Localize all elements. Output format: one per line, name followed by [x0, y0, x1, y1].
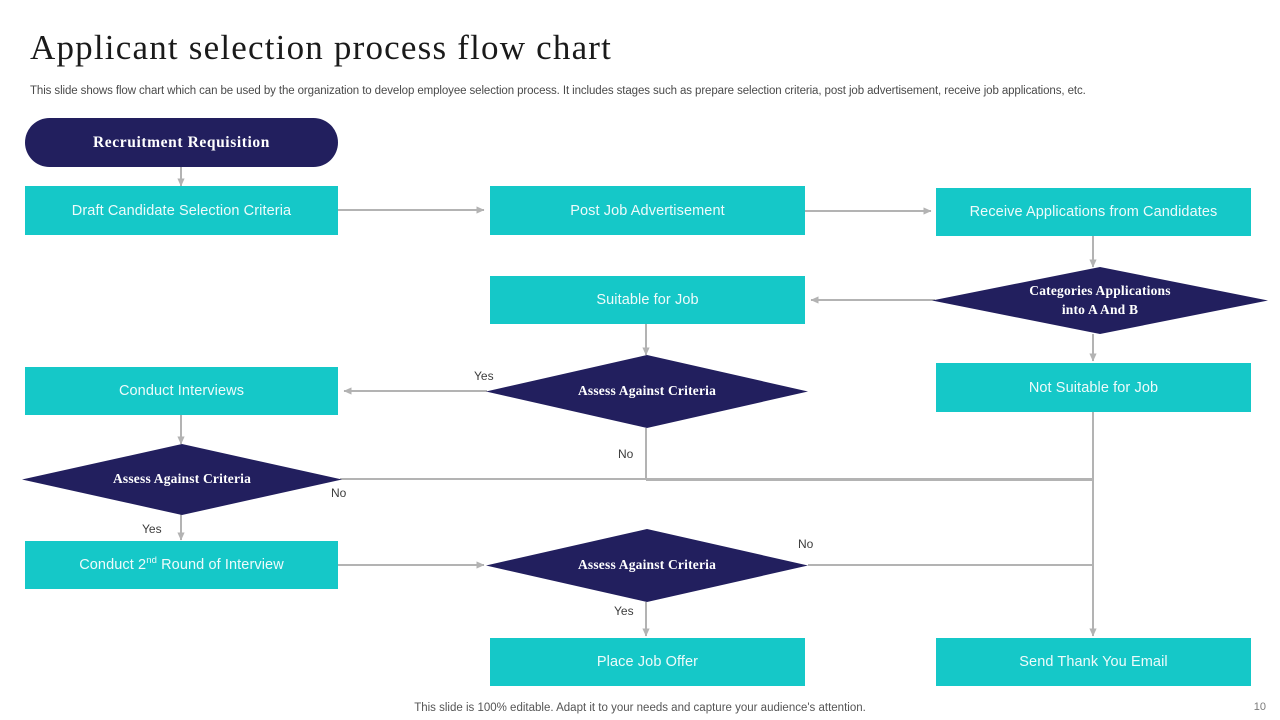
node-label: Draft Candidate Selection Criteria	[71, 202, 292, 219]
node-label: Categories Applications into A And B	[932, 267, 1268, 334]
page-subtitle: This slide shows flow chart which can be…	[30, 85, 1086, 97]
node-conduct-interviews[interactable]: Conduct Interviews	[25, 367, 338, 415]
node-suitable-for-job[interactable]: Suitable for Job	[490, 276, 805, 324]
node-label: Suitable for Job	[596, 292, 699, 308]
node-assess-against-criteria-2[interactable]: Assess Against Criteria	[22, 444, 342, 515]
node-categories-applications[interactable]: Categories Applications into A And B	[932, 267, 1268, 334]
node-recruitment-requisition[interactable]: Recruitment Requisition	[25, 118, 338, 167]
node-label-pre: Conduct 2	[79, 557, 147, 573]
node-label: Conduct Interviews	[118, 383, 245, 399]
footer-note: This slide is 100% editable. Adapt it to…	[414, 702, 866, 714]
node-send-thank-you-email[interactable]: Send Thank You Email	[936, 638, 1251, 686]
page-number: 10	[1253, 701, 1266, 713]
node-label: Assess Against Criteria	[577, 557, 717, 573]
node-place-job-offer[interactable]: Place Job Offer	[490, 638, 805, 686]
edge-label-yes-assess-2: Yes	[142, 522, 162, 536]
edge-label-no-assess-2: No	[331, 486, 347, 500]
node-label: Place Job Offer	[596, 654, 699, 670]
edge-label-no-assess-3: No	[798, 537, 814, 551]
node-label-post: Round of Interview	[156, 557, 284, 573]
node-not-suitable-for-job[interactable]: Not Suitable for Job	[936, 363, 1251, 412]
node-receive-applications[interactable]: Receive Applications from Candidates	[936, 188, 1251, 236]
node-label-line1: Categories Applications	[1029, 283, 1171, 299]
edge-label-yes-assess-3: Yes	[614, 604, 634, 618]
node-label: Assess Against Criteria	[112, 471, 252, 487]
node-conduct-second-round-interview[interactable]: Conduct 2nd Round of Interview	[25, 541, 338, 589]
node-draft-candidate-selection-criteria[interactable]: Draft Candidate Selection Criteria	[25, 186, 338, 235]
node-label: Not Suitable for Job	[1028, 379, 1159, 396]
node-label-superscript: nd	[146, 555, 157, 567]
edge-label-yes-assess-1: Yes	[474, 369, 494, 383]
node-post-job-advertisement[interactable]: Post Job Advertisement	[490, 186, 805, 235]
node-label: Send Thank You Email	[1019, 654, 1168, 670]
node-assess-against-criteria-1[interactable]: Assess Against Criteria	[486, 355, 808, 428]
node-assess-against-criteria-3[interactable]: Assess Against Criteria	[486, 529, 808, 602]
node-label: Conduct 2nd Round of Interview	[79, 555, 284, 573]
node-label: Assess Against Criteria	[577, 383, 717, 399]
page-title: Applicant selection process flow chart	[30, 28, 613, 67]
node-label: Receive Applications from Candidates	[969, 204, 1218, 220]
node-label-line2: into A And B	[1061, 301, 1139, 317]
node-label: Recruitment Requisition	[93, 133, 270, 151]
edge-label-no-assess-1: No	[618, 447, 634, 461]
node-label: Post Job Advertisement	[570, 202, 725, 219]
